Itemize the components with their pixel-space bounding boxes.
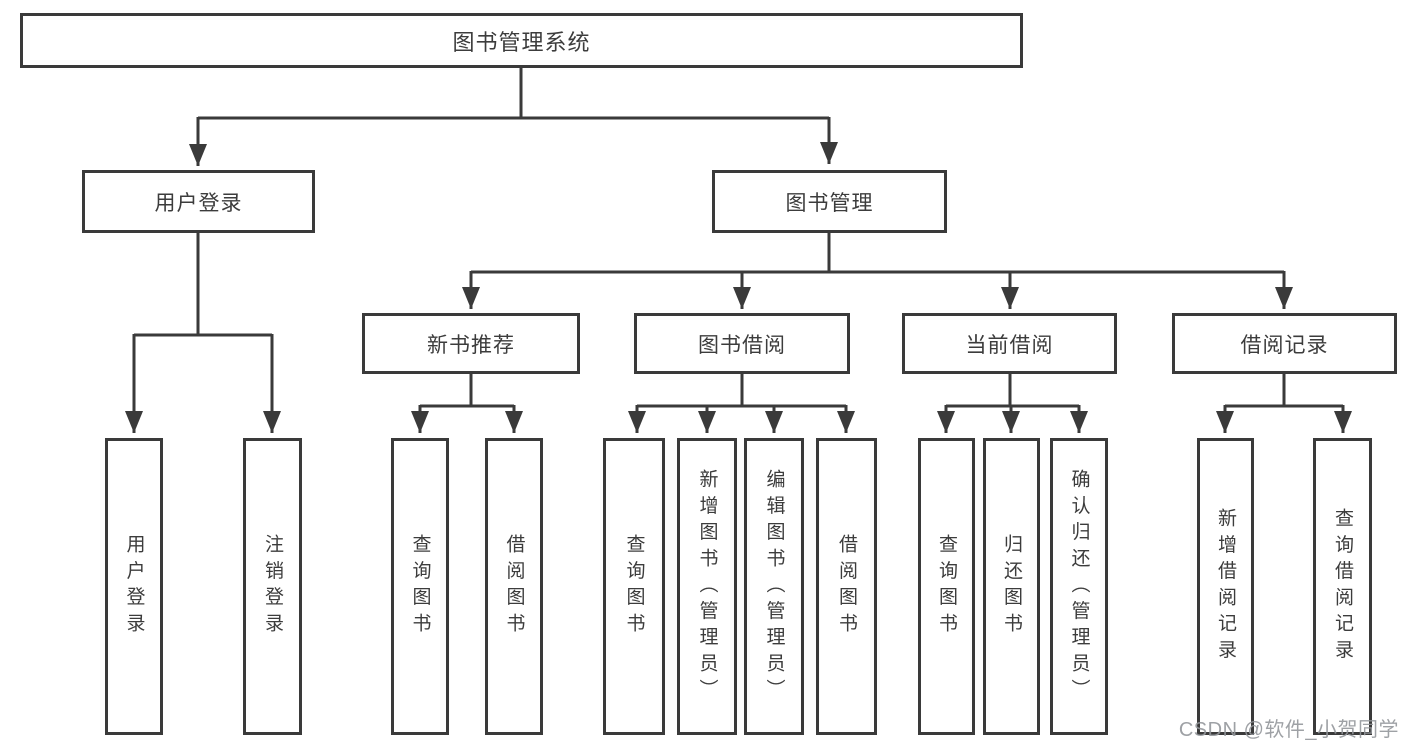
leaf-add-books-admin: 新增图书（管理员） (677, 438, 737, 735)
node-book-borrow-label: 图书借阅 (698, 333, 786, 357)
leaf-query-books-recommend: 查询图书 (391, 438, 449, 735)
leaf-logout: 注销登录 (243, 438, 302, 735)
leaf-add-borrow-record: 新增借阅记录 (1197, 438, 1254, 735)
csdn-watermark: CSDN @软件_小贺同学 (1178, 719, 1399, 741)
leaf-borrow-books-recommend-label: 借阅图书 (503, 534, 525, 639)
node-current-borrow-label: 当前借阅 (965, 333, 1054, 357)
leaf-borrow-books-label: 借阅图书 (836, 534, 857, 639)
leaf-query-borrow-record: 查询借阅记录 (1313, 438, 1372, 735)
node-user-login-label: 用户登录 (154, 191, 243, 215)
node-book-borrow: 图书借阅 (634, 313, 850, 374)
node-root-system: 图书管理系统 (20, 13, 1023, 68)
leaf-return-books: 归还图书 (983, 438, 1040, 735)
leaf-add-borrow-record-label: 新增借阅记录 (1215, 507, 1236, 666)
leaf-confirm-return-admin-label: 确认归还（管理员） (1068, 468, 1090, 705)
node-current-borrow: 当前借阅 (902, 313, 1117, 374)
leaf-query-books-borrow: 查询图书 (603, 438, 665, 735)
leaf-query-borrow-record-label: 查询借阅记录 (1332, 507, 1353, 666)
node-new-book-recommend-label: 新书推荐 (427, 333, 515, 357)
node-book-management: 图书管理 (712, 170, 947, 233)
node-book-management-label: 图书管理 (785, 191, 874, 215)
node-borrow-records-label: 借阅记录 (1240, 333, 1329, 357)
leaf-edit-books-admin: 编辑图书（管理员） (744, 438, 804, 735)
leaf-user-login-label: 用户登录 (123, 534, 145, 639)
node-new-book-recommend: 新书推荐 (362, 313, 580, 374)
leaf-logout-label: 注销登录 (262, 534, 283, 639)
leaf-confirm-return-admin: 确认归还（管理员） (1050, 438, 1108, 735)
leaf-borrow-books-recommend: 借阅图书 (485, 438, 543, 735)
leaf-query-books-recommend-label: 查询图书 (409, 534, 431, 639)
leaf-query-books-current-label: 查询图书 (936, 534, 957, 639)
leaf-edit-books-admin-label: 编辑图书（管理员） (763, 468, 785, 705)
node-user-login: 用户登录 (82, 170, 315, 233)
node-borrow-records: 借阅记录 (1172, 313, 1397, 374)
leaf-query-books-current: 查询图书 (918, 438, 975, 735)
leaf-user-login: 用户登录 (105, 438, 163, 735)
leaf-query-books-borrow-label: 查询图书 (623, 534, 645, 639)
leaf-borrow-books: 借阅图书 (816, 438, 877, 735)
leaf-add-books-admin-label: 新增图书（管理员） (696, 468, 718, 705)
leaf-return-books-label: 归还图书 (1001, 534, 1022, 639)
node-root-label: 图书管理系统 (452, 29, 591, 55)
